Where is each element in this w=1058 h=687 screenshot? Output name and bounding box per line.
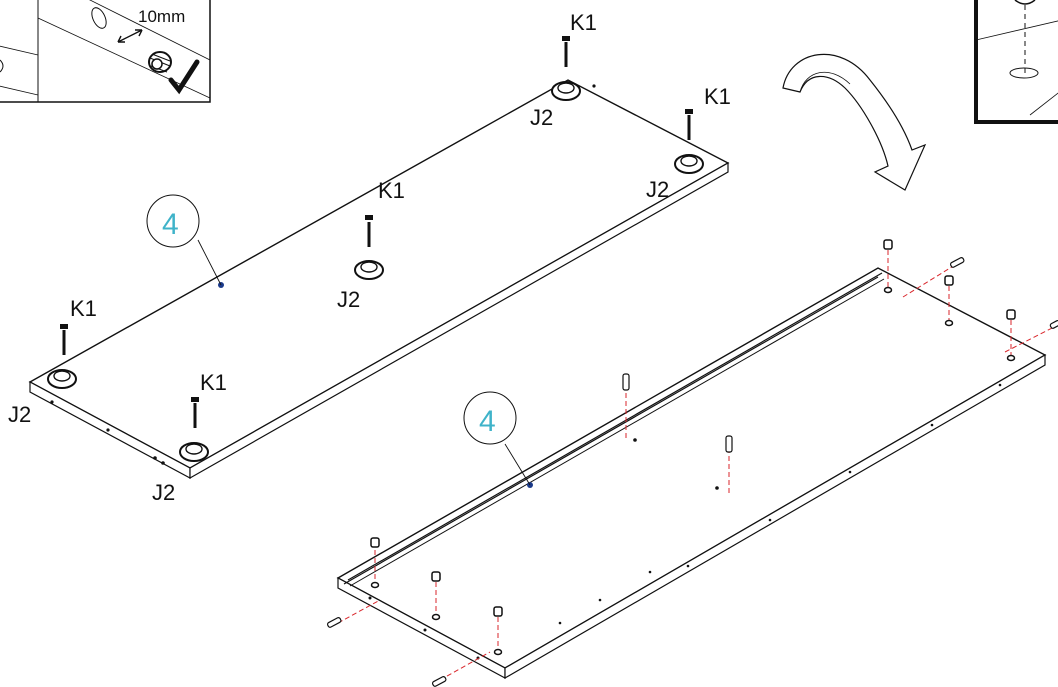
cam-lock-icon [370, 239, 1016, 656]
foot-j2 [47, 369, 77, 389]
detail-inset-right [974, 0, 1058, 124]
foot-label: J2 [152, 480, 175, 505]
part-number: 4 [162, 208, 179, 241]
foot-j2 [179, 442, 209, 462]
screw-k1 [562, 36, 570, 67]
checkmark-icon [168, 59, 200, 95]
dimension-label: 10mm [138, 7, 185, 26]
adjustable-foot-icon [148, 51, 172, 73]
screw-label: K1 [70, 296, 97, 321]
screw-label: K1 [378, 178, 405, 203]
foot-label: J2 [530, 105, 553, 130]
dowel-icon [326, 257, 1058, 687]
foot-j2 [551, 81, 581, 101]
screw-k1 [685, 109, 693, 140]
screw-k1 [365, 215, 373, 247]
screw-label: K1 [200, 370, 227, 395]
part-badge: 4 [146, 194, 200, 248]
part-number: 4 [479, 405, 496, 438]
foot-label: J2 [8, 402, 31, 427]
screw-label: K1 [704, 84, 731, 109]
dimension-arrow [117, 29, 143, 43]
cam-lock [337, 250, 1058, 681]
foot-j2 [674, 154, 704, 174]
foot-label: J2 [337, 287, 360, 312]
screw-label: K1 [570, 10, 597, 35]
part-badge: 4 [463, 391, 517, 445]
screw-k1 [191, 397, 199, 428]
foot-label: J2 [646, 177, 669, 202]
flip-arrow-icon [782, 53, 927, 191]
detail-inset-left: 10mm [0, 0, 211, 103]
panel-underside [336, 267, 1047, 680]
foot-j2 [354, 260, 384, 280]
screw-k1 [60, 324, 68, 355]
